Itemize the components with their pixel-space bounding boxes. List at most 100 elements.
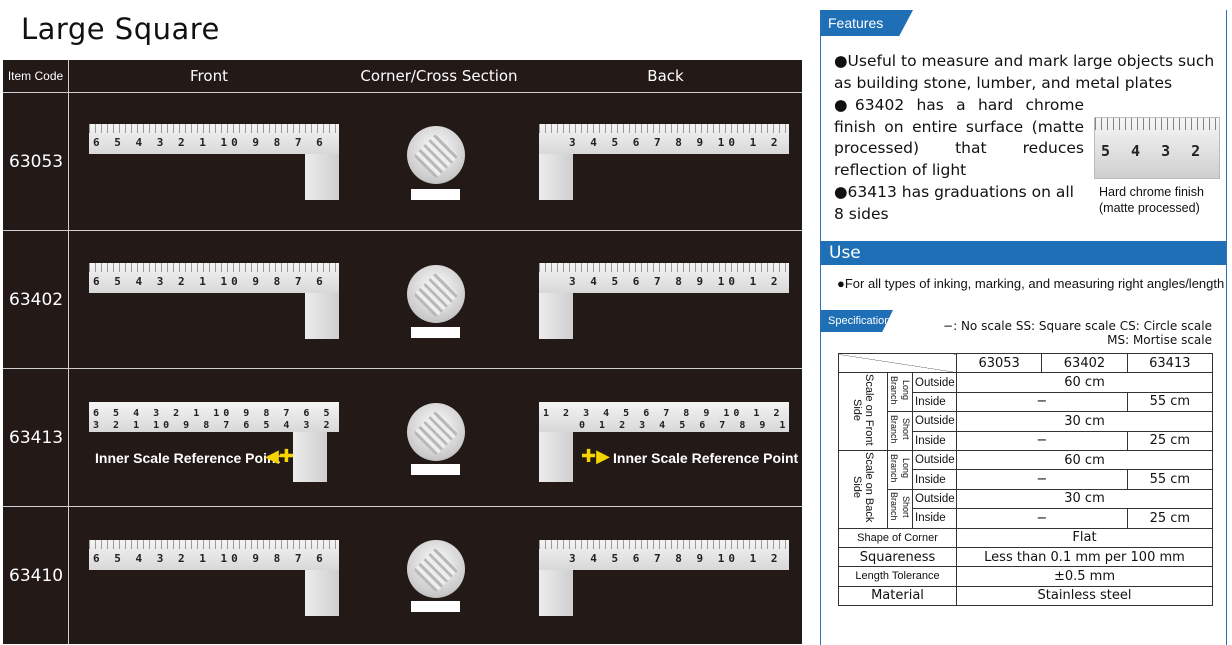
front-ruler-image: 6 5 4 3 2 1 10 9 8 7 6 5 4 3 2 13 2 1 10…: [89, 402, 339, 432]
ruler-digits-inner: 3 2 1 10 9 8 7 6 5 4 3 2 1 0: [93, 420, 335, 431]
long-branch-label: Long Branch: [887, 449, 913, 490]
spec-value: Less than 0.1 mm per 100 mm: [956, 546, 1213, 568]
spec-value: 60 cm: [956, 449, 1213, 471]
inside-label: Inside: [912, 469, 957, 490]
cross-section-bar: [411, 464, 460, 475]
column-header: 63413: [1126, 352, 1214, 374]
back-ruler-leg: [539, 293, 573, 339]
outside-label: Outside: [912, 411, 957, 432]
material-label: Material: [838, 585, 957, 607]
specifications-tag: Specifications: [821, 310, 893, 332]
ruler-digits-inner: 0 1 2 3 4 5 6 7 8 9 10 1 2 3: [579, 420, 785, 431]
front-ruler-leg: [305, 570, 339, 616]
ruler-digits: 6 5 4 3 2 1 10 9 8 7 6 5 4 3: [93, 275, 335, 288]
back-ruler-leg: [539, 570, 573, 616]
corner-cell: [838, 352, 957, 374]
front-ruler-image: 6 5 4 3 2 1 10 9 8 7 6 5 4 3: [89, 263, 339, 293]
corner-cross-section-image: [407, 403, 465, 461]
scale-legend: −: No scale SS: Square scale CS: Circle …: [943, 319, 1212, 347]
spec-value: −: [956, 508, 1128, 529]
feature-item: ●Useful to measure and mark large object…: [834, 52, 1215, 92]
ruler-digits: 3 4 5 6 7 8 9 10 1 2 3 4 5 6: [569, 552, 785, 565]
squareness-label: Squareness: [838, 546, 957, 568]
outside-label: Outside: [912, 372, 957, 393]
cross-section-bar: [411, 601, 460, 612]
ruler-digits: 3 4 5 6 7 8 9 10 1 2 3 4 5 6: [569, 275, 785, 288]
spec-value: Stainless steel: [956, 585, 1213, 607]
outside-label: Outside: [912, 449, 957, 471]
spec-value: −: [956, 469, 1128, 490]
spec-value: −: [956, 430, 1128, 451]
item-code: 63053: [9, 151, 64, 172]
column-header: 63053: [955, 352, 1043, 374]
divider: [3, 506, 802, 507]
outside-label: Outside: [912, 488, 957, 510]
front-ruler-leg: [305, 154, 339, 200]
use-band: Use: [821, 241, 1226, 265]
back-side-label: Scale on Back Side: [838, 449, 888, 529]
tolerance-label: Length Tolerance: [838, 566, 957, 587]
product-grid: Item Code Front Corner/Cross Section Bac…: [3, 60, 802, 644]
features-tag: Features: [821, 10, 913, 36]
divider: [3, 368, 802, 369]
inside-label: Inside: [912, 508, 957, 529]
back-ruler-leg: [539, 154, 573, 200]
image-caption: Hard chrome finish (matte processed): [1099, 185, 1204, 215]
corner-cross-section-image: [407, 540, 465, 598]
feature-item: ●63402 has a hard chrome finish on entir…: [834, 96, 1084, 179]
spec-value: 60 cm: [956, 372, 1213, 393]
inside-label: Inside: [912, 391, 957, 413]
header-item-code: Item Code: [7, 69, 64, 83]
back-ruler-image: 1 2 3 4 5 6 7 8 9 10 1 2 3 4 5 60 1 2 3 …: [539, 402, 789, 432]
spec-value: 55 cm: [1126, 391, 1214, 413]
long-branch-label: Long Branch: [887, 372, 913, 413]
spec-value: 25 cm: [1126, 430, 1214, 451]
front-ruler-leg: [293, 432, 327, 482]
shape-label: Shape of Corner: [838, 527, 957, 548]
cross-section-bar: [411, 189, 460, 200]
back-ruler-image: 3 4 5 6 7 8 9 10 1 2 3 4 5 6: [539, 540, 789, 570]
reference-arrow-icon: ✚▶: [581, 446, 610, 467]
ruler-digits: 5 4 3 2 1 10 9: [1101, 142, 1215, 160]
back-ruler-image: 3 4 5 6 7 8 9 10 1 2 3 4 5 6: [539, 263, 789, 293]
corner-cross-section-image: [407, 126, 465, 184]
specifications-table: 63053 63402 63413 Scale on Front Side Lo…: [838, 352, 1214, 607]
corner-cross-section-image: [407, 265, 465, 323]
item-code: 63413: [9, 427, 64, 448]
spec-value: 25 cm: [1126, 508, 1214, 529]
hard-chrome-finish-image: 5 4 3 2 1 10 9: [1094, 117, 1220, 179]
divider: [3, 230, 802, 231]
header-corner: Corner/Cross Section: [360, 67, 518, 85]
front-ruler-leg: [305, 293, 339, 339]
item-code: 63402: [9, 289, 64, 310]
inner-scale-reference-label: Inner Scale Reference Point: [613, 450, 799, 466]
back-ruler-image: 3 4 5 6 7 8 9 10 1 2 3 4 5 6: [539, 124, 789, 154]
front-ruler-image: 6 5 4 3 2 1 10 9 8 7 6 5 4 3: [89, 124, 339, 154]
ruler-digits: 6 5 4 3 2 1 10 9 8 7 6 5 4 3: [93, 136, 335, 149]
ruler-digits: 6 5 4 3 2 1 10 9 8 7 6 5 4 3 2 1: [93, 408, 335, 419]
back-ruler-leg: [539, 432, 573, 482]
spec-value: ±0.5 mm: [956, 566, 1213, 587]
front-side-label: Scale on Front Side: [838, 372, 888, 451]
header-back: Back: [647, 67, 684, 85]
inner-scale-reference-label: Inner Scale Reference Point: [95, 450, 281, 466]
spec-value: 55 cm: [1126, 469, 1214, 490]
divider: [68, 60, 69, 644]
spec-value: −: [956, 391, 1128, 413]
spec-value: 30 cm: [956, 411, 1213, 432]
header-front: Front: [190, 67, 228, 85]
item-code: 63410: [9, 565, 64, 586]
spec-value: Flat: [956, 527, 1213, 548]
front-ruler-image: 6 5 4 3 2 1 10 9 8 7 6 5 4 3: [89, 540, 339, 570]
feature-item: ●63413 has graduations on all 8 sides: [834, 183, 1074, 223]
short-branch-label: Short Branch: [887, 488, 913, 529]
ruler-digits: 1 2 3 4 5 6 7 8 9 10 1 2 3 4 5 6: [543, 408, 785, 419]
divider: [3, 92, 802, 93]
spec-value: 30 cm: [956, 488, 1213, 510]
ruler-digits: 3 4 5 6 7 8 9 10 1 2 3 4 5 6: [569, 136, 785, 149]
inside-label: Inside: [912, 430, 957, 451]
ruler-digits: 6 5 4 3 2 1 10 9 8 7 6 5 4 3: [93, 552, 335, 565]
column-header: 63402: [1041, 352, 1128, 374]
reference-arrow-icon: ◀✚: [265, 446, 294, 467]
short-branch-label: Short Branch: [887, 411, 913, 451]
